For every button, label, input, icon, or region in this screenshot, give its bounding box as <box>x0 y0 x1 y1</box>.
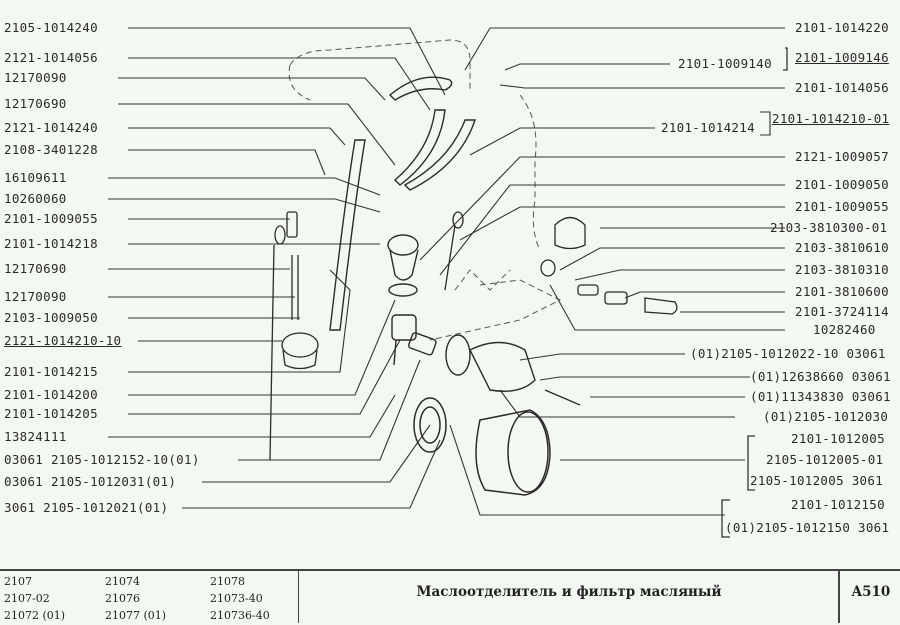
part-label: 2101-3724114 <box>795 304 889 319</box>
part-label: 2101-1014218 <box>4 236 98 251</box>
part-label: 2101-1014220 <box>795 20 889 35</box>
part-label-struck: (01)2105-1012022-10 03061 <box>690 346 886 361</box>
leader-lines-left <box>108 27 446 509</box>
model-code: 21073-40 <box>210 592 263 605</box>
breather-filter <box>281 211 319 370</box>
part-label: 2121-1014056 <box>4 50 98 65</box>
part-label: 2101-1009055 <box>795 199 889 214</box>
title-block: 2107 21074 21078 2107-02 21076 21073-40 … <box>0 569 900 625</box>
oil-pump <box>408 332 581 406</box>
model-code: 2107-02 <box>4 592 50 605</box>
part-label: 13824111 <box>4 429 67 444</box>
part-label: 12170090 <box>4 70 67 85</box>
part-label: 2121-1014240 <box>4 120 98 135</box>
part-label: 2101-1014215 <box>4 364 98 379</box>
oil-separator <box>387 234 419 366</box>
model-code: 21078 <box>210 575 245 588</box>
part-label: 16109611 <box>4 170 67 185</box>
part-label: 2105-1012005 3061 <box>750 473 884 488</box>
part-label: 2105-1014240 <box>4 20 98 35</box>
part-label: 2101-1014200 <box>4 387 98 402</box>
part-label: 10282460 <box>813 322 876 337</box>
part-label: 03061 2105-1012031(01) <box>4 474 177 489</box>
model-code: 21074 <box>105 575 140 588</box>
part-label: (01)2105-1012030 <box>763 409 889 424</box>
part-label: 2101-1009050 <box>795 177 889 192</box>
part-label: 2103-3810310 <box>795 262 889 277</box>
exploded-parts-diagram: 2105-1014240 2121-1014056 12170090 12170… <box>4 20 891 538</box>
part-label: 2101-1009140 <box>678 56 772 71</box>
page-code: A510 <box>851 584 891 600</box>
part-label: 2103-3810610 <box>795 240 889 255</box>
parts-drawing <box>108 27 788 538</box>
part-label: 2101-3810600 <box>795 284 889 299</box>
footer-divider <box>838 571 840 623</box>
part-label-struck: (01)11343830 03061 <box>750 389 891 404</box>
part-label: 3061 2105-1012021(01) <box>4 500 169 515</box>
model-code: 21076 <box>105 592 140 605</box>
part-label: 2101-1012150 <box>791 497 885 512</box>
engine-block-outline <box>288 39 562 341</box>
model-code: 2107 <box>4 575 32 588</box>
part-label: 2101-1009055 <box>4 211 98 226</box>
part-label: 2103-1009050 <box>4 310 98 325</box>
part-label-assembly: 2121-1014210-10 <box>4 333 122 348</box>
part-label: 2101-1014056 <box>795 80 889 95</box>
model-code: 21072 (01) <box>4 609 66 622</box>
part-label-assembly: 2101-1009146 <box>795 50 889 65</box>
part-label: 2108-3401228 <box>4 142 98 157</box>
part-label-struck: (01)12638660 03061 <box>750 369 891 384</box>
model-code: 210736-40 <box>210 609 270 622</box>
part-label: 12170690 <box>4 261 67 276</box>
model-code: 21077 (01) <box>105 609 167 622</box>
part-label: (01)2105-1012150 3061 <box>725 520 890 535</box>
part-label: 2105-1012005-01 <box>766 452 884 467</box>
part-label: 2103-3810300-01 <box>770 220 888 235</box>
page-title: Маслоотделитель и фильтр масляный <box>416 584 722 600</box>
part-label-assembly: 2101-1014210-01 <box>772 111 890 126</box>
part-label: 2101-1014214 <box>661 120 755 135</box>
oil-pressure-sensors <box>540 216 678 315</box>
part-label: 2121-1009057 <box>795 149 889 164</box>
part-label: 2101-1014205 <box>4 406 98 421</box>
part-label: 12170690 <box>4 96 67 111</box>
breather-hoses <box>329 76 476 331</box>
part-label: 03061 2105-1012152-10(01) <box>4 452 200 467</box>
footer-divider <box>298 571 299 623</box>
part-label: 2101-1012005 <box>791 431 885 446</box>
oil-filter <box>413 397 551 496</box>
part-label: 12170090 <box>4 289 67 304</box>
part-label: 10260060 <box>4 191 67 206</box>
leader-lines-right <box>419 27 785 516</box>
brackets <box>721 47 788 538</box>
dipstick <box>269 211 464 461</box>
